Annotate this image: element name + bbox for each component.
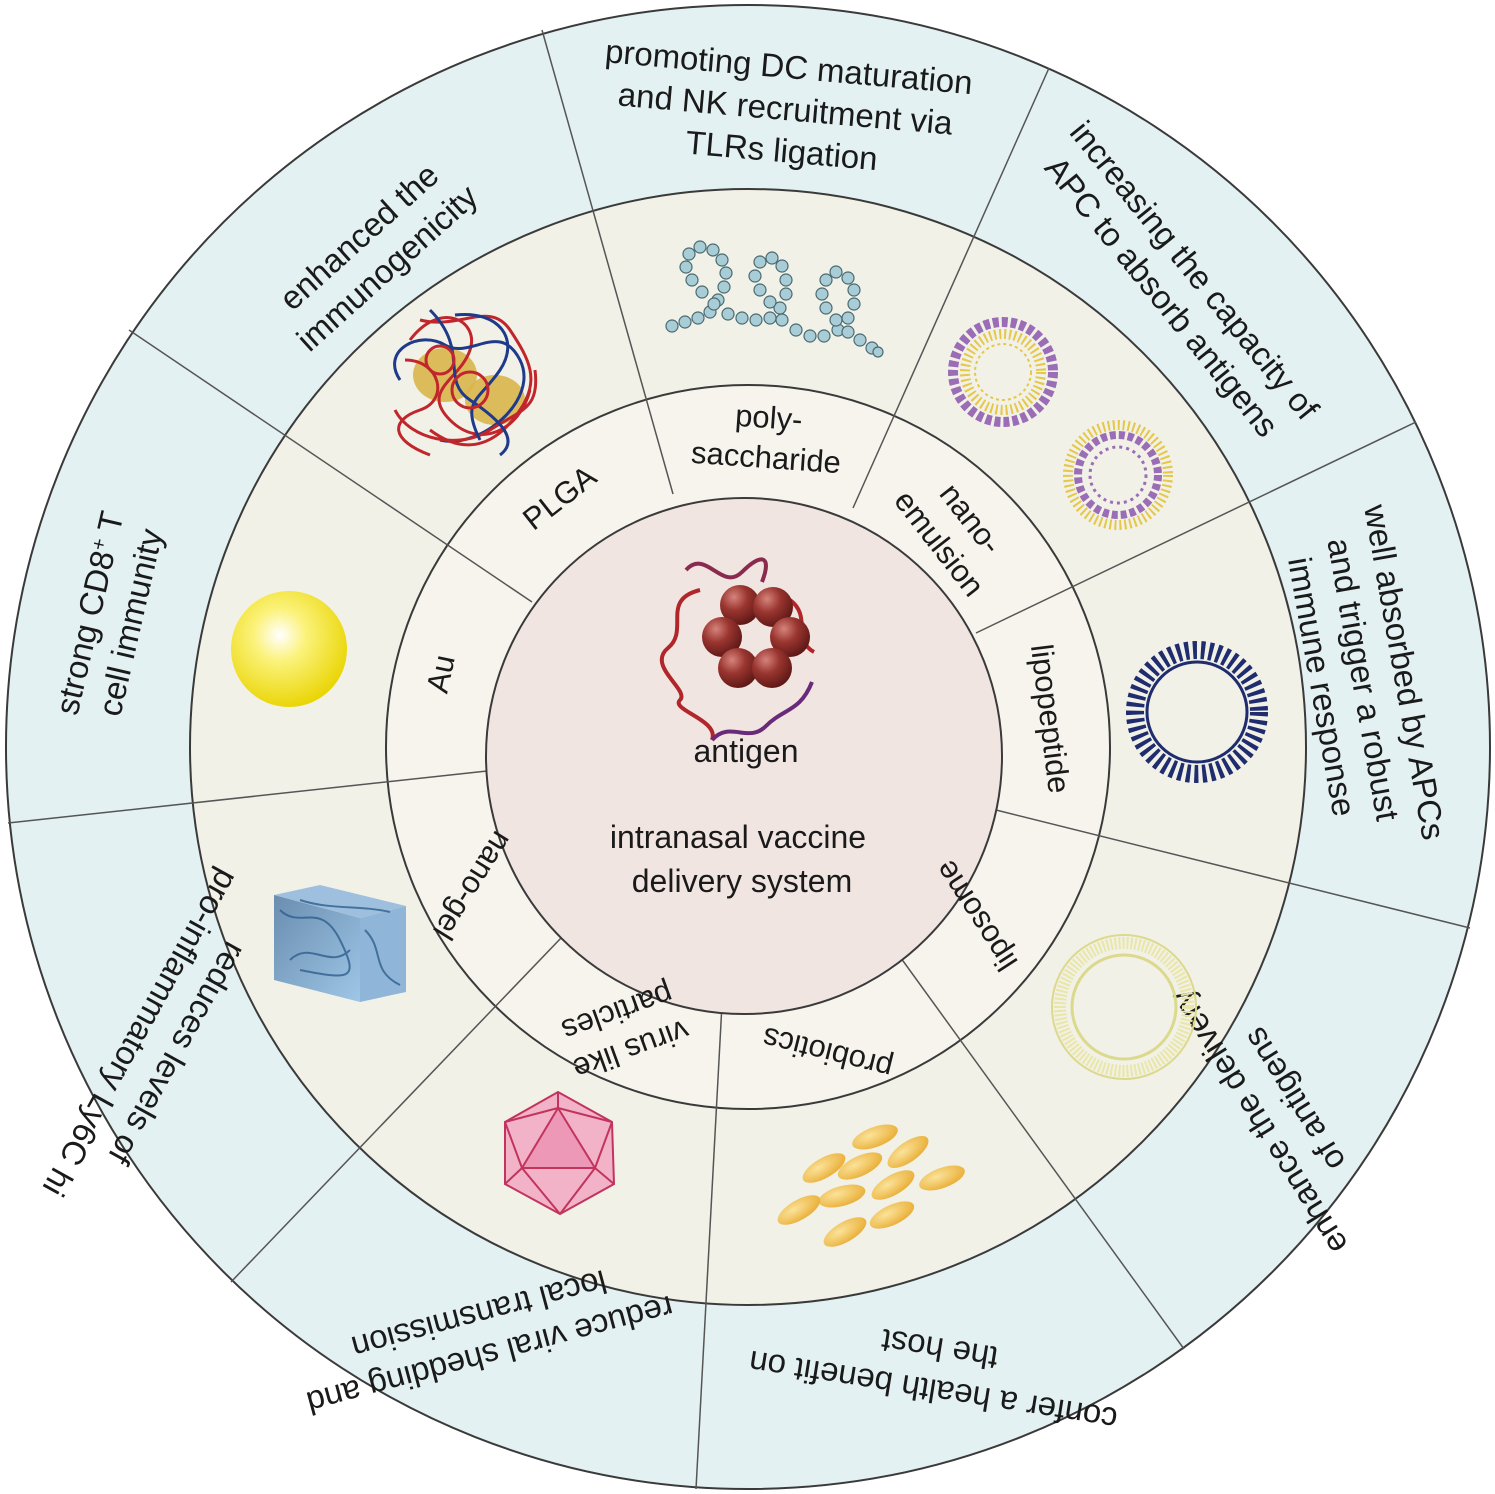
sector-dividers [7,29,1471,1490]
center-disc [485,497,1003,1015]
plga-particle-icon [393,308,538,457]
center-title-line2: delivery system [632,863,853,899]
effect-polysaccharide: promoting DC maturation and NK recruitme… [604,32,974,177]
lipopeptide-micelle-icon [1126,641,1268,783]
antigen-label: antigen [694,733,799,769]
vlp-icosahedron-icon [504,1090,616,1216]
label-au: Au [420,652,462,696]
liposome-icon [1051,934,1197,1080]
center-title-line1: intranasal vaccine [610,819,866,855]
probiotics-bacteria-icon [777,1124,965,1247]
effect-au: strong CD8+ T cell immunity [48,508,170,720]
nanogel-cube-icon [274,885,406,1002]
au-nanoparticle-icon [231,591,347,707]
label-polysaccharide: poly- saccharide [690,398,842,480]
antigen-icon [659,557,816,742]
label-polysaccharide-line1: poly- [734,398,803,438]
polysaccharide-chain-icon [665,240,884,358]
nanoemulsion-droplets-icon [948,317,1173,530]
